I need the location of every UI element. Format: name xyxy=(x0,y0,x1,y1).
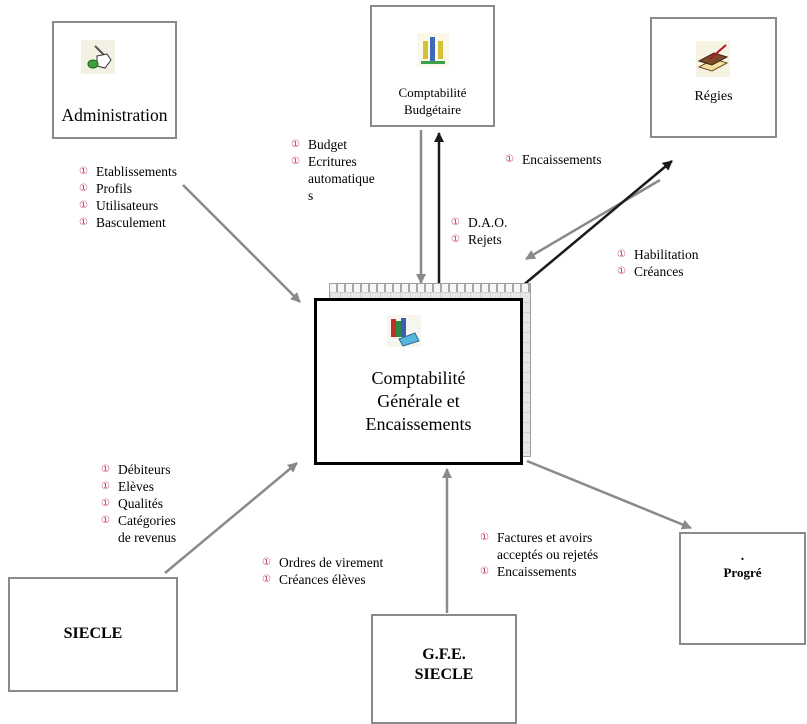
flow-label-text: Qualités xyxy=(118,496,163,511)
arrow-siecle-to-central xyxy=(164,462,298,574)
flow-label-item: ① Ordres de virement xyxy=(262,554,383,571)
flow-label-item: ① Ecritures automatique s xyxy=(291,153,375,204)
flow-label-item: ① Factures et avoirs acceptés ou rejetés xyxy=(480,529,598,563)
flow-label-text: Profils xyxy=(96,181,133,196)
flow-label-text: Encaissements xyxy=(522,152,602,167)
bullet-icon: ① xyxy=(291,156,300,167)
flow-label-text: Budget xyxy=(308,137,347,152)
gfe-to-central-list: ① Ordres de virement ① Créances élèves xyxy=(262,554,383,588)
siecle-to-central-list: ① Débiteurs ① Elèves ① Qualités ① Catégories de… xyxy=(101,461,176,546)
flow-label-text: D.A.O. xyxy=(468,215,508,230)
siecle-box: SIECLE xyxy=(8,577,178,692)
flow-label-item: ① Basculement xyxy=(79,214,177,231)
book-quill-icon xyxy=(696,41,730,77)
regies-title: Régies xyxy=(694,89,733,104)
budgetaire-title-line1: Comptabilité xyxy=(398,85,467,100)
administration-title: Administration xyxy=(61,105,168,125)
siecle-title: SIECLE xyxy=(63,625,123,642)
flow-label-item: ① Encaissements xyxy=(505,151,601,168)
bullet-icon: ① xyxy=(262,574,271,585)
bullet-icon: ① xyxy=(617,266,626,277)
bullet-icon: ① xyxy=(79,183,88,194)
budgetaire-box: Comptabilité Budgétaire xyxy=(370,5,495,127)
admin-to-central-list: ① Etablissements ① Profils ① Utilisateurs ① Bas… xyxy=(79,163,177,231)
flow-label-item: ① Créances xyxy=(617,263,699,280)
bullet-icon: ① xyxy=(101,464,110,475)
flow-label-text: Créances élèves xyxy=(279,572,366,587)
flow-label-text: Rejets xyxy=(468,232,502,247)
hand-pointer-icon xyxy=(81,40,115,74)
flow-label-text: Utilisateurs xyxy=(96,198,159,213)
administration-box: Administration xyxy=(52,21,177,139)
gfe-title-line2: SIECLE xyxy=(414,666,474,683)
gfe-box: G.F.E. SIECLE xyxy=(371,614,517,724)
flow-label-item: ① Qualités xyxy=(101,495,176,512)
flow-label-item: ① Catégories de revenus xyxy=(101,512,176,546)
bullet-icon: ① xyxy=(617,249,626,260)
central-title-line1: Comptabilité xyxy=(371,368,466,388)
flow-label-item: ① Etablissements xyxy=(79,163,177,180)
arrow-central-to-progre xyxy=(526,459,692,530)
regies-box: Régies xyxy=(650,17,777,138)
central-title-line3: Encaissements xyxy=(365,414,472,434)
bullet-icon: ① xyxy=(480,566,489,577)
bullet-icon: ① xyxy=(291,139,300,150)
flow-label-text: Etablissements xyxy=(96,164,177,179)
flow-label-text: Débiteurs xyxy=(118,462,171,477)
progre-box: . Progré xyxy=(679,532,806,645)
bullet-icon: ① xyxy=(480,532,489,543)
flow-label-item: ① Habilitation xyxy=(617,246,699,263)
flow-label-text: Factures et avoirs acceptés ou rejetés xyxy=(497,530,599,562)
central-box: Comptabilité Générale et Encaissements xyxy=(314,298,523,465)
bullet-icon: ① xyxy=(451,234,460,245)
flow-label-text: Elèves xyxy=(118,479,154,494)
flow-label-item: ① Débiteurs xyxy=(101,461,176,478)
central-to-regies-list: ① Habilitation ① Créances xyxy=(617,246,699,280)
flow-label-text: Habilitation xyxy=(634,247,699,262)
flow-label-item: ① Profils xyxy=(79,180,177,197)
bullet-icon: ① xyxy=(101,481,110,492)
bullet-icon: ① xyxy=(262,557,271,568)
books-icon xyxy=(387,315,421,347)
flow-label-text: Ordres de virement xyxy=(279,555,384,570)
flow-label-item: ① Budget xyxy=(291,136,375,153)
flow-label-text: Catégories de revenus xyxy=(118,513,177,545)
budget-to-central-list: ① Budget ① Ecritures automatique s xyxy=(291,136,375,204)
progre-dot: . xyxy=(740,549,745,564)
flow-label-text: Ecritures automatique s xyxy=(308,154,375,203)
bullet-icon: ① xyxy=(101,515,110,526)
central-to-budget-list: ① D.A.O. ① Rejets xyxy=(451,214,507,248)
flow-label-text: Basculement xyxy=(96,215,166,230)
bullet-icon: ① xyxy=(101,498,110,509)
flow-label-item: ① D.A.O. xyxy=(451,214,507,231)
progre-title: Progré xyxy=(723,565,762,580)
regies-to-central-list: ① Encaissements xyxy=(505,151,601,168)
arrow-central-to-regies xyxy=(520,160,673,288)
bullet-icon: ① xyxy=(451,217,460,228)
arrow-regies-to-central xyxy=(525,178,661,261)
scales-icon xyxy=(417,33,449,67)
bullet-icon: ① xyxy=(505,154,514,165)
flow-label-text: Encaissements xyxy=(497,564,577,579)
bullet-icon: ① xyxy=(79,200,88,211)
flow-label-item: ① Rejets xyxy=(451,231,507,248)
flow-label-item: ① Utilisateurs xyxy=(79,197,177,214)
gfe-title-line1: G.F.E. xyxy=(422,646,466,663)
flow-label-text: Créances xyxy=(634,264,684,279)
flow-label-item: ① Elèves xyxy=(101,478,176,495)
bullet-icon: ① xyxy=(79,217,88,228)
bullet-icon: ① xyxy=(79,166,88,177)
flow-label-item: ① Créances élèves xyxy=(262,571,383,588)
budgetaire-title-line2: Budgétaire xyxy=(403,102,462,117)
central-title-line2: Générale et xyxy=(377,391,460,411)
arrow-admin-to-central xyxy=(182,184,301,303)
flow-label-item: ① Encaissements xyxy=(480,563,598,580)
